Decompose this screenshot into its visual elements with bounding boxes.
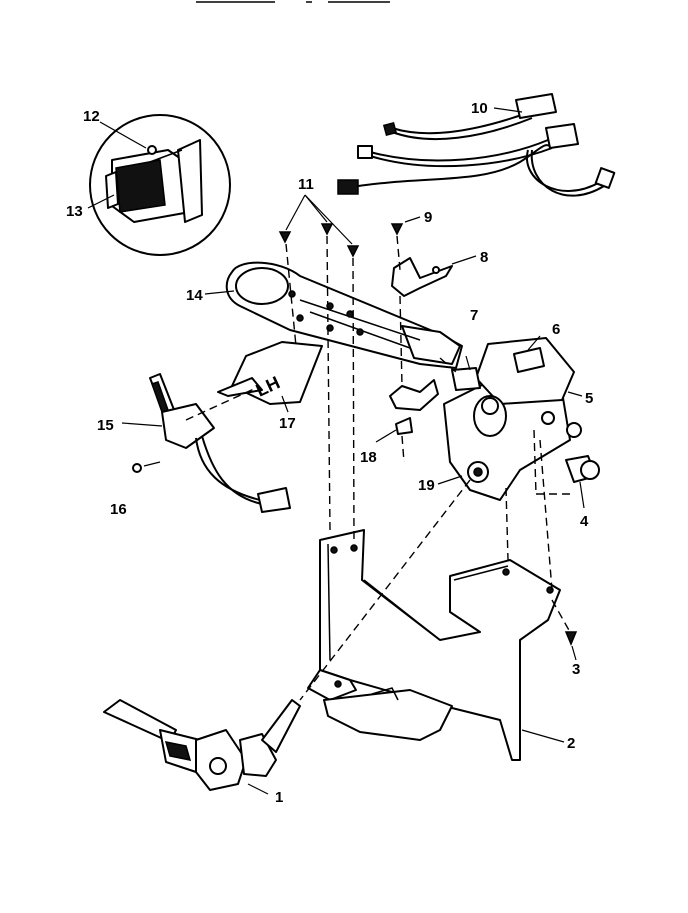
callout-16: 16	[110, 501, 127, 518]
callout-14: 14	[186, 287, 203, 304]
igniter-assembly	[121, 373, 291, 513]
shutoff-valve	[103, 699, 301, 795]
lh-bracket: LH	[217, 341, 323, 413]
callout-3: 3	[572, 661, 580, 678]
inset-detail-circle	[87, 114, 231, 256]
callout-17: 17	[279, 415, 296, 432]
clamp-bracket-lower	[375, 379, 439, 443]
callout-6: 6	[552, 321, 560, 338]
callout-18: 18	[360, 449, 377, 466]
callout-5: 5	[585, 390, 593, 407]
valve-fitting	[565, 455, 600, 509]
assembly-dashed-lines	[185, 235, 572, 701]
callout-8: 8	[480, 249, 488, 266]
gas-valve	[437, 335, 583, 501]
callout-2: 2	[567, 735, 575, 752]
clamp-bracket-upper	[391, 255, 477, 297]
callout-7: 7	[470, 307, 478, 324]
mounting-screws	[278, 194, 421, 258]
callout-11: 11	[298, 176, 314, 193]
callout-9: 9	[424, 209, 432, 226]
callout-4: 4	[580, 513, 589, 530]
callout-12: 12	[83, 108, 100, 125]
mounting-bracket	[307, 529, 565, 761]
callout-labels: 1 2 3 4 5 6 7 8 9 10 11 12 13 14 15 16 1…	[66, 100, 593, 806]
callout-10: 10	[471, 100, 488, 117]
callout-13: 13	[66, 203, 83, 220]
callout-1: 1	[275, 789, 283, 806]
bracket-screw	[564, 631, 578, 661]
callout-19: 19	[418, 477, 435, 494]
burner-bracket	[204, 261, 463, 369]
callout-15: 15	[97, 417, 114, 434]
wire-harness	[337, 93, 616, 197]
